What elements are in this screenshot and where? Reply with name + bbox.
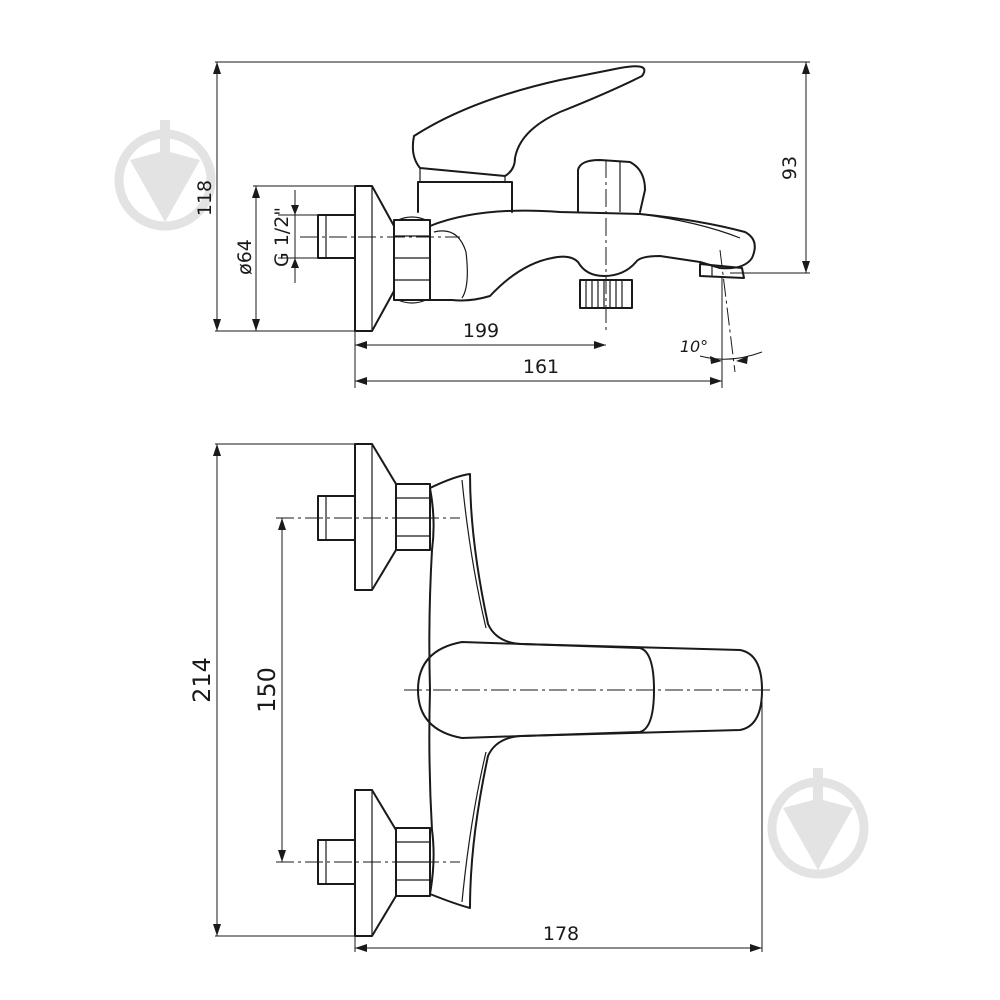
side-cartridge-housing: [417, 181, 513, 213]
dim-outlet-distance-label: 199: [463, 320, 499, 342]
dim-spout-height-93: 93: [779, 62, 810, 273]
dim-spout-length-161: 161: [355, 356, 722, 385]
side-spout-aerator: [699, 263, 745, 279]
dim-flange-diameter-label: ø64: [234, 239, 256, 275]
side-mixer-body: [429, 209, 756, 302]
dim-spout-length-label: 161: [523, 356, 559, 378]
top-mixer-body: [428, 473, 763, 909]
dim-spout-height-label: 93: [779, 156, 801, 180]
side-diverter-knob: [577, 159, 646, 213]
dim-flange-diameter: ø64: [234, 186, 260, 331]
dim-spout-angle: 10°: [680, 337, 763, 364]
drop-logo-icon: [114, 120, 216, 231]
dim-depth-label: 178: [543, 923, 579, 945]
dim-depth-178: 178: [355, 923, 762, 952]
drop-logo-icon: [767, 768, 869, 879]
top-flange-lower: [354, 789, 397, 937]
watermark-logo-top-left: [114, 120, 216, 231]
dim-inlet-spacing-150: 150: [253, 518, 286, 862]
dim-total-width-label: 214: [188, 657, 216, 703]
side-wall-flange: [354, 185, 395, 332]
dim-angle-label: 10°: [680, 337, 708, 356]
dim-height-118: 118: [194, 62, 221, 331]
top-view: 214 150 178: [188, 443, 770, 952]
watermark-logo-bottom-right: [767, 768, 869, 879]
dim-thread-size: G 1/2": [271, 190, 299, 283]
side-shower-outlet: [579, 279, 633, 309]
side-lever-handle: [411, 65, 646, 177]
dim-height-label: 118: [194, 180, 216, 216]
side-spout-centerline: [719, 249, 736, 373]
top-flange-upper: [354, 443, 397, 591]
side-hex-nut: [393, 216, 431, 304]
dim-total-width-214: 214: [188, 444, 221, 936]
dim-thread-label: G 1/2": [271, 207, 293, 267]
top-hex-nut-upper: [395, 483, 431, 551]
dim-outlet-distance-199: 199: [355, 320, 606, 349]
side-view: 118 ø64 G 1/2" 93 199: [194, 61, 810, 388]
dim-inlet-spacing-label: 150: [253, 667, 281, 713]
